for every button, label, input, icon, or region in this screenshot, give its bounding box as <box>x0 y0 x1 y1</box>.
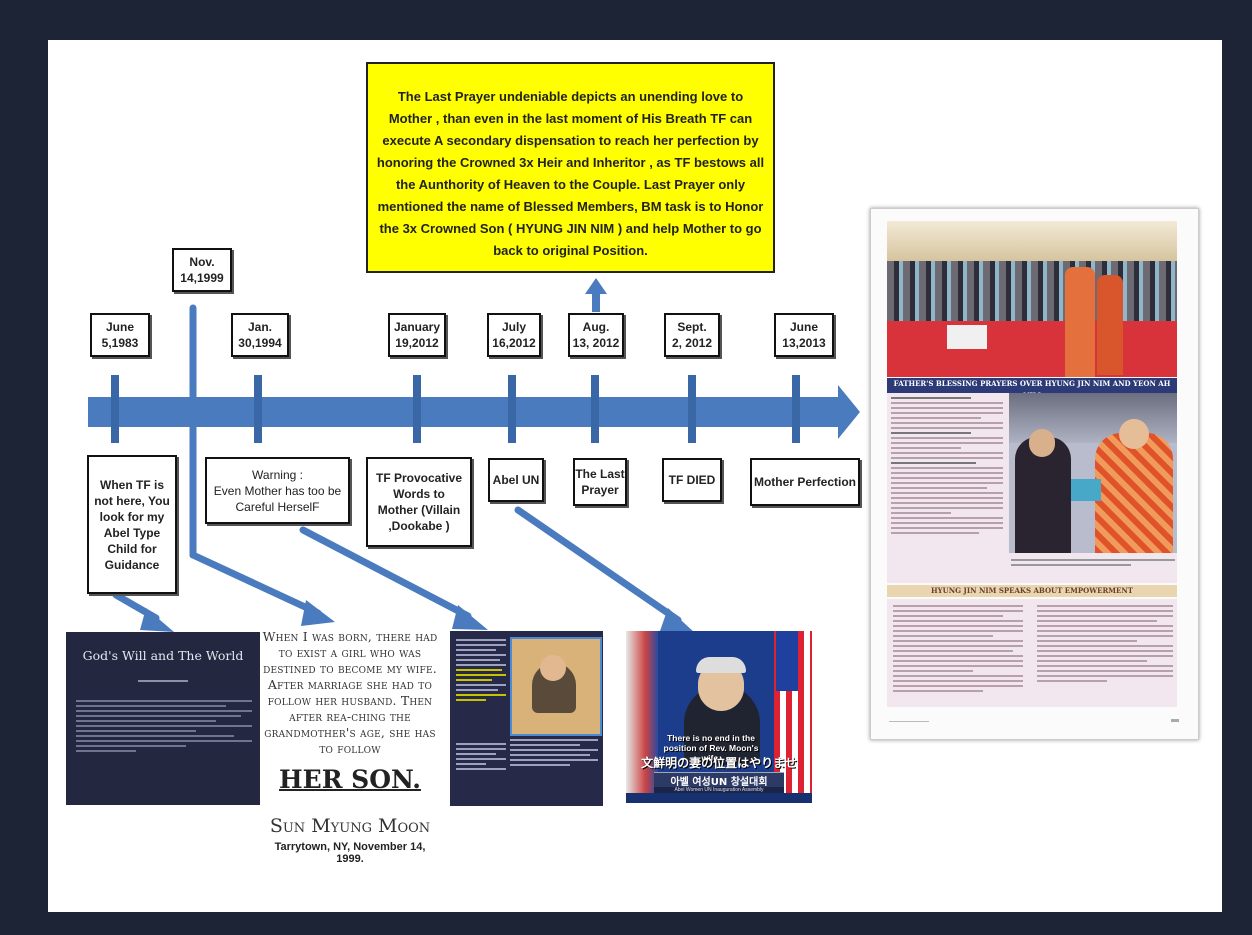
abel-un-video-still: There is no end in the position of Rev. … <box>626 631 812 803</box>
date-box-2013: June 13,2013 <box>774 313 834 357</box>
event-abel-type-child: When TF is not here, You look for my Abe… <box>87 455 177 594</box>
video-caption-kr: 아벨 여성UN 창설대회 <box>654 772 784 788</box>
slide: The Last Prayer undeniable depicts an un… <box>48 40 1222 912</box>
tick-sep-2012 <box>688 375 696 443</box>
event-warning-mother: Warning : Even Mother has too be Careful… <box>205 457 350 524</box>
tick-1994 <box>254 375 262 443</box>
video-caption-en: There is no end in the position of Rev. … <box>663 733 759 763</box>
arrow-abel-un-head <box>660 608 696 634</box>
couple-blessing-photo <box>1009 393 1177 553</box>
nov-1999-connector <box>189 304 322 617</box>
event-tf-died: TF DIED <box>662 458 722 502</box>
date-box-1994: Jan. 30,1994 <box>231 313 289 357</box>
date-box-sep-2012: Sept. 2, 2012 <box>664 313 720 357</box>
event-abel-un: Abel UN <box>488 458 544 502</box>
tick-jul-2012 <box>508 375 516 443</box>
arrow-abel-child-head <box>140 608 174 632</box>
article-thumbnail <box>450 631 603 806</box>
tick-1983 <box>111 375 119 443</box>
date-box-aug-2012: Aug. 13, 2012 <box>568 313 624 357</box>
tick-aug-2012 <box>591 375 599 443</box>
timeline-ticks <box>111 375 800 443</box>
quote-author: Sun Myung Moon <box>269 815 431 837</box>
event-provocative-words: TF Provocative Words to Mother (Villain … <box>366 457 472 547</box>
gods-will-slide-thumbnail: God's Will and The World <box>66 632 260 805</box>
timeline-arrow <box>88 385 860 439</box>
date-box-jan-2012: January 19,2012 <box>388 313 446 357</box>
arrow-warning <box>299 526 472 620</box>
tick-2013 <box>792 375 800 443</box>
event-mother-perfection: Mother Perfection <box>750 458 860 506</box>
newspaper-page: FATHER'S BLESSING PRAYERS OVER HYUNG JIN… <box>870 208 1199 740</box>
up-arrow <box>585 278 607 312</box>
son-quote-text: When I was born, there had to exist a gi… <box>262 629 438 756</box>
arrow-abel-un <box>514 506 682 624</box>
son-quote-emphasis: HER SON. <box>279 765 421 794</box>
tick-jan-2012 <box>413 375 421 443</box>
date-box-jul-2012: July 16,2012 <box>487 313 541 357</box>
date-box-1983: June 5,1983 <box>90 313 150 357</box>
arrow-warning-head <box>452 605 488 630</box>
quote-place: Tarrytown, NY, November 14, 1999. <box>274 841 426 865</box>
video-caption-small: Abel Women UN Inauguration Assembly <box>654 787 784 793</box>
event-last-prayer: The Last Prayer <box>573 458 627 506</box>
last-prayer-note: The Last Prayer undeniable depicts an un… <box>366 62 775 273</box>
nov-1999-arrowhead <box>301 600 335 626</box>
date-box-1999: Nov. 14,1999 <box>172 248 232 292</box>
gods-will-title: God's Will and The World <box>82 648 244 663</box>
timeline-graphic <box>88 278 860 634</box>
newspaper-subhead: HYUNG JIN NIM SPEAKS ABOUT EMPOWERMENT <box>887 585 1177 597</box>
blessing-ceremony-photo <box>887 221 1177 377</box>
